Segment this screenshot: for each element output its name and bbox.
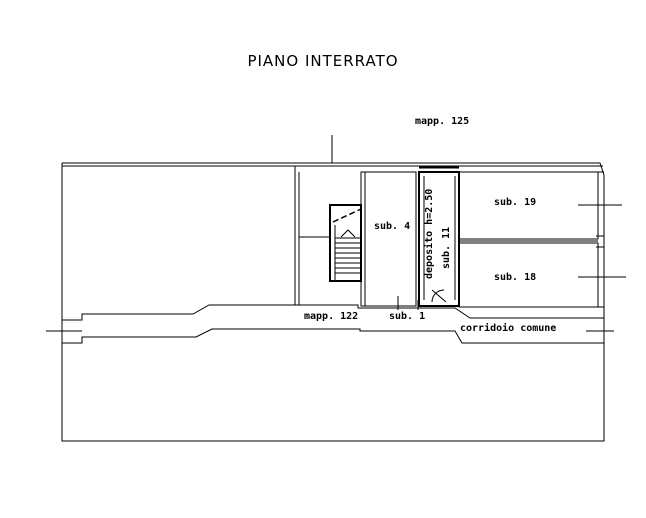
- stair-arrow: [341, 230, 355, 237]
- label-corridoio-comune: corridoio comune: [460, 323, 557, 334]
- label-sub-18: sub. 18: [494, 272, 537, 283]
- label-mapp-122: mapp. 122: [304, 311, 359, 322]
- door-swing: [333, 209, 361, 222]
- corridor-lower-line: [62, 329, 604, 343]
- label-sub-1: sub. 1: [389, 311, 426, 322]
- sub-18-room: [459, 243, 598, 307]
- corridor-upper-line: [62, 305, 604, 320]
- label-sub-19: sub. 19: [494, 197, 537, 208]
- plan-title: PIANO INTERRATO: [247, 52, 399, 70]
- label-deposito: deposito h=2.50: [424, 188, 435, 279]
- label-sub-4: sub. 4: [374, 221, 411, 232]
- label-mapp-125: mapp. 125: [415, 116, 470, 127]
- door-arc-curve: [432, 290, 444, 302]
- sub-4-room: [361, 172, 416, 306]
- label-sub-11: sub. 11: [441, 226, 452, 269]
- door-arc: [432, 290, 446, 302]
